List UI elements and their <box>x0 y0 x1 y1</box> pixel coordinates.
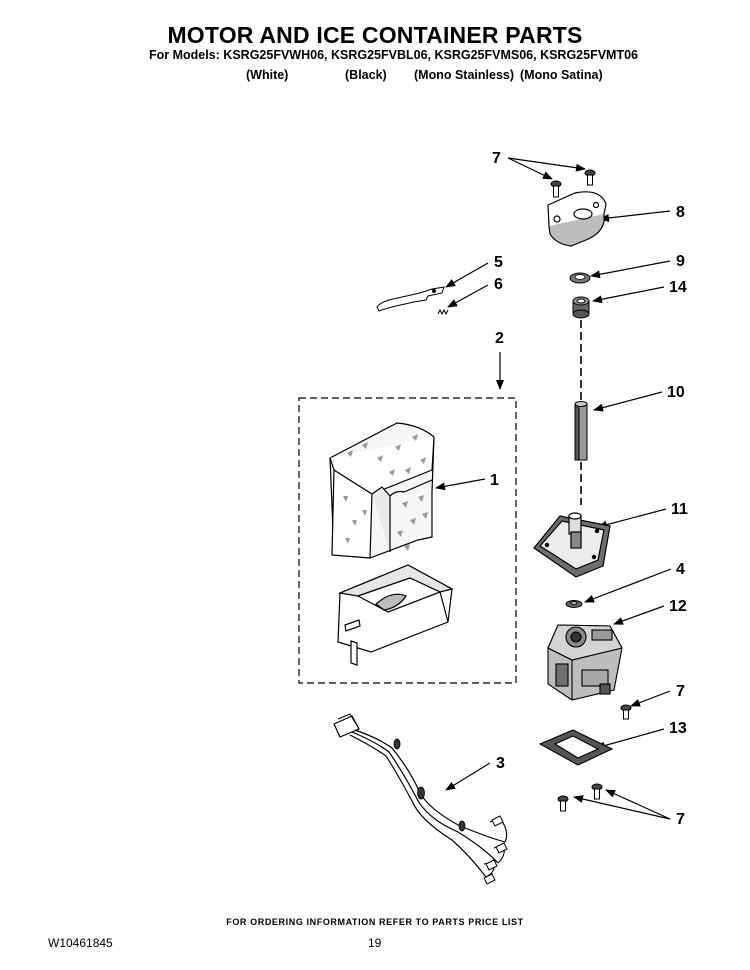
small-washer <box>565 600 583 608</box>
callout-container-assembly: 2 <box>495 330 504 347</box>
callout-gasket: 13 <box>669 720 687 737</box>
ordering-note: FOR ORDERING INFORMATION REFER TO PARTS … <box>226 917 524 927</box>
screw-motor <box>620 704 632 720</box>
document-number: W10461845 <box>48 936 113 950</box>
page-title: MOTOR AND ICE CONTAINER PARTS <box>167 22 583 48</box>
callout-wire-harness: 3 <box>496 755 505 772</box>
spring <box>437 308 449 316</box>
bracket <box>547 191 607 247</box>
washer <box>569 272 591 284</box>
ice-container <box>329 422 435 559</box>
container-base <box>337 564 454 666</box>
variant-mono-stainless: (Mono Stainless) <box>414 68 515 82</box>
callout-shaft: 10 <box>667 384 685 401</box>
callout-container: 1 <box>490 472 499 489</box>
motor-cover <box>533 512 611 578</box>
gasket <box>538 729 614 766</box>
callout-small-washer: 4 <box>676 561 685 578</box>
callout-motor: 12 <box>669 598 687 615</box>
variant-white: (White) <box>246 68 289 82</box>
callout-spring: 6 <box>494 276 503 293</box>
callout-washer: 9 <box>676 253 685 270</box>
callout-motor-cover: 11 <box>671 501 688 518</box>
callout-screw-top: 7 <box>492 150 501 167</box>
variant-mono-satina: (Mono Satina) <box>520 68 603 82</box>
screws-top <box>550 169 596 198</box>
variant-black: (Black) <box>345 68 387 82</box>
callout-lever: 5 <box>494 254 503 271</box>
lever <box>376 286 445 312</box>
motor <box>547 624 623 701</box>
bushing <box>572 296 590 319</box>
container-texture <box>343 434 428 551</box>
leader-lines <box>435 157 672 820</box>
callout-screws-bottom: 7 <box>676 811 685 828</box>
callout-bushing: 14 <box>669 279 687 296</box>
wire-harness <box>333 713 508 885</box>
callout-screw-motor: 7 <box>676 683 685 700</box>
callout-bracket: 8 <box>676 204 685 221</box>
screws-bottom <box>557 783 603 812</box>
page-number: 19 <box>368 936 382 950</box>
assembly-box <box>298 397 517 684</box>
shaft <box>574 401 588 461</box>
models-line: For Models: KSRG25FVWH06, KSRG25FVBL06, … <box>149 48 639 62</box>
